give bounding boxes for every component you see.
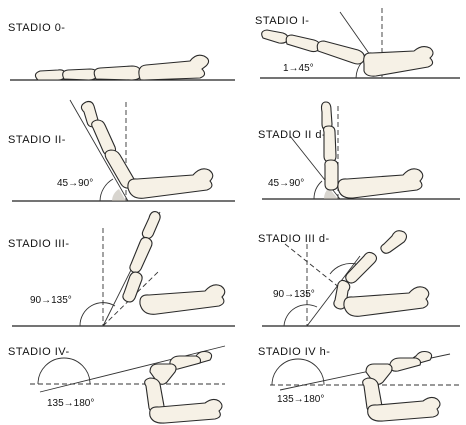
angle-arc xyxy=(272,359,324,385)
finger-bones-right-angle xyxy=(81,102,212,199)
panel-stage-2: STADIO II- 45→90° xyxy=(8,100,235,201)
finger-bones-full-flexion-hyperextended xyxy=(363,352,440,422)
finger-bones-vertical xyxy=(322,102,423,198)
stage-3d-title: STADIO III d- xyxy=(258,233,330,245)
panel-stage-3: STADIO III- 90→135° xyxy=(8,212,235,326)
panel-stage-0: STADIO 0- xyxy=(8,22,235,80)
angle-arc xyxy=(80,303,115,326)
angle-arc xyxy=(284,305,317,326)
angle-arc xyxy=(314,181,322,199)
stage-4h-title: STADIO IV h- xyxy=(258,346,330,358)
panel-stage-2d: STADIO II d- 45→90° xyxy=(258,102,460,199)
panel-stage-4: STADIO IV- 135→180° xyxy=(8,346,225,423)
panel-stage-3d: STADIO III d- 90→135° xyxy=(258,231,460,326)
stage-1-angle-range: 1→45° xyxy=(283,63,314,74)
angle-shading xyxy=(112,189,126,201)
stage-3-title: STADIO III- xyxy=(8,238,70,250)
finger-bones-hook xyxy=(334,231,429,317)
stage-4h-angle-range: 135→180° xyxy=(277,394,324,405)
stage-4-angle-range: 135→180° xyxy=(47,398,94,409)
panel-stage-1: STADIO I- 1→45° xyxy=(255,8,460,78)
angle-arc xyxy=(100,179,113,201)
stage-2-title: STADIO II- xyxy=(8,134,66,146)
stage-4-title: STADIO IV- xyxy=(8,346,70,358)
angle-arc xyxy=(38,358,90,384)
panel-stage-4h: STADIO IV h- 135→180° xyxy=(258,346,460,421)
finger-bones-full-flexion xyxy=(145,352,222,424)
stage-2d-angle-range: 45→90° xyxy=(268,178,304,189)
finger-bones-acute-flexion xyxy=(123,212,225,315)
finger-bones-straight xyxy=(35,55,208,80)
stage-2-angle-range: 45→90° xyxy=(57,178,93,189)
stage-1-title: STADIO I- xyxy=(255,15,309,27)
stage-0-title: STADIO 0- xyxy=(8,22,65,34)
stage-3d-angle-range: 90→135° xyxy=(273,289,315,300)
stage-3-angle-range: 90→135° xyxy=(30,295,72,306)
